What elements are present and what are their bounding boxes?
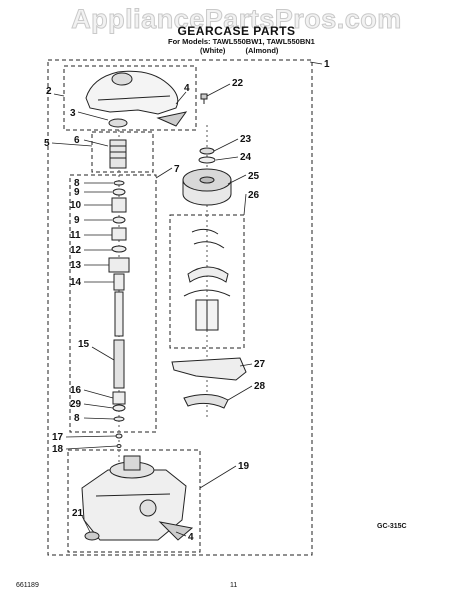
- part-28-spring: [183, 394, 229, 409]
- callout-8-upper: 8: [74, 178, 80, 189]
- leader-lines: [51, 61, 323, 537]
- callout-12: 12: [70, 245, 82, 256]
- watermark: AppliancePartsPros.com: [71, 4, 402, 35]
- part-25-gear: [182, 168, 232, 206]
- callout-9-upper: 9: [74, 187, 80, 198]
- callout-4-top: 4: [184, 83, 190, 94]
- part-6-pinion: [109, 139, 127, 169]
- base-dashed-box: [67, 449, 201, 553]
- color-variants: (White) (Almond): [200, 46, 296, 55]
- gearcase-base: [81, 455, 194, 541]
- callout-9-lower: 9: [74, 215, 80, 226]
- callout-21: 21: [72, 508, 84, 519]
- callout-11: 11: [70, 230, 81, 241]
- callout-15: 15: [78, 339, 90, 350]
- callout-8-lower: 8: [74, 413, 80, 424]
- callout-1: 1: [324, 59, 330, 70]
- callout-labels: 1 2 3 4 22 5 6 23 24 7 8 9 10 9 11 12 13…: [44, 59, 330, 543]
- part-27-lever: [171, 357, 247, 381]
- callout-2: 2: [46, 86, 52, 97]
- callout-28: 28: [254, 381, 266, 392]
- callout-29: 29: [70, 399, 82, 410]
- shifter-parts: [183, 228, 231, 331]
- page-number: 11: [230, 582, 238, 589]
- callout-24: 24: [240, 152, 252, 163]
- callout-10: 10: [70, 200, 82, 211]
- callout-6: 6: [74, 135, 80, 146]
- callout-7: 7: [174, 164, 180, 175]
- gearcase-cover: [85, 70, 188, 127]
- callout-25: 25: [248, 171, 260, 182]
- callout-5: 5: [44, 138, 50, 149]
- page-title: GEARCASE PARTS: [177, 24, 296, 38]
- callout-4-bottom: 4: [188, 532, 194, 543]
- shaft-stack: [108, 180, 130, 448]
- callout-14: 14: [70, 277, 82, 288]
- models-line: For Models: TAWL550BW1, TAWL550BN1: [168, 37, 315, 46]
- variant-almond: (Almond): [245, 46, 279, 55]
- cover-dashed-box: [63, 65, 197, 131]
- callout-19: 19: [238, 461, 250, 472]
- callout-22: 22: [232, 78, 244, 89]
- variant-white: (White): [200, 46, 226, 55]
- document-number: 661189: [16, 582, 39, 589]
- part-21-bushing: [84, 531, 100, 541]
- callout-16: 16: [70, 385, 82, 396]
- callout-17: 17: [52, 432, 64, 443]
- callout-23: 23: [240, 134, 252, 145]
- part-3-seal: [108, 118, 128, 128]
- callout-27: 27: [254, 359, 266, 370]
- part-23-washer: [199, 147, 215, 155]
- part-22-screw: [200, 93, 208, 104]
- shaft-dashed-box: [69, 174, 157, 433]
- shifter-dashed-box: [169, 214, 245, 349]
- outer-dashed-border: [47, 59, 313, 556]
- pinion-dashed-box: [91, 131, 154, 173]
- part-24-washer: [198, 156, 216, 164]
- diagram-code: GC-315C: [377, 523, 407, 530]
- callout-13: 13: [70, 260, 82, 271]
- callout-26: 26: [248, 190, 260, 201]
- callout-18: 18: [52, 444, 64, 455]
- callout-3: 3: [70, 108, 76, 119]
